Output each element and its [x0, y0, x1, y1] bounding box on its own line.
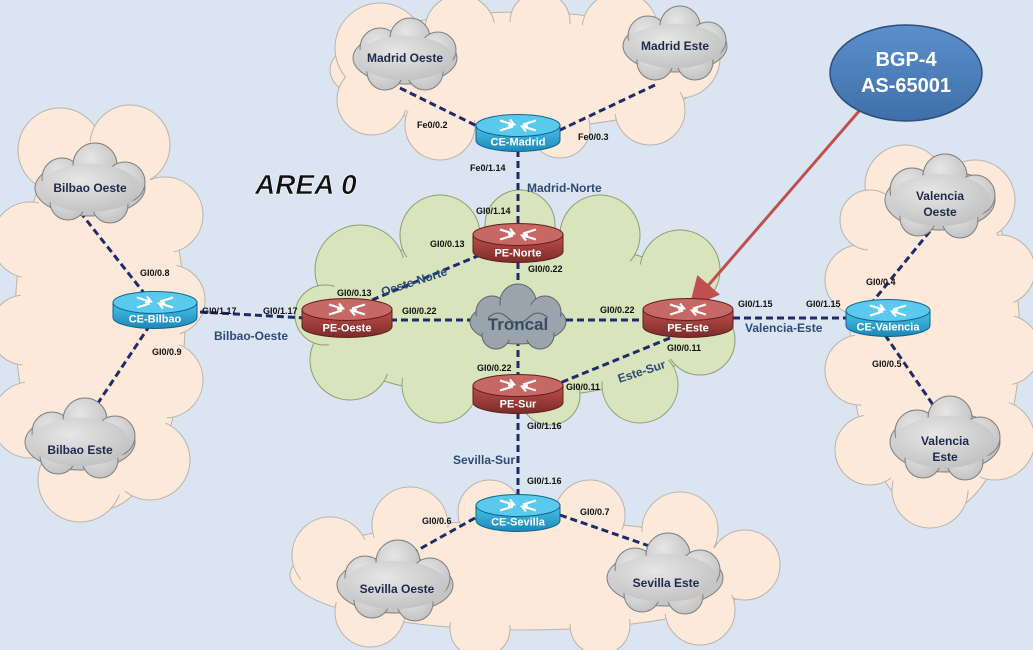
iface-madrid-fe02: Fe0/0.2 [417, 120, 448, 130]
site-cloud-sevilla-este [606, 532, 724, 615]
link-sevilla-este-site [559, 513, 656, 550]
ce-sevilla-router-label: CE-Sevilla [491, 517, 546, 529]
link-label-valencia-este: Valencia-Este [745, 321, 823, 335]
pe-este-router[interactable]: PE-Este [642, 298, 734, 338]
link-bilbao-pe-oeste [199, 310, 306, 320]
iface-oeste-gi117: GI0/1.17 [263, 306, 298, 316]
bgp-pointer-arrow [689, 109, 862, 308]
ce-bilbao-router[interactable]: CE-Bilbao [112, 291, 198, 329]
site-cloud-madrid-oeste [352, 17, 458, 91]
site-label-bilbao-oeste: Bilbao Oeste [53, 181, 127, 195]
site-label-madrid-este: Madrid Este [641, 39, 709, 53]
site-cloud-valencia-este [889, 395, 1001, 481]
router-arrows-icon [499, 378, 537, 393]
pe-sur-router-label: PE-Sur [500, 399, 537, 411]
iface-sevilla-gi06: GI0/0.6 [422, 516, 452, 526]
pe-norte-router-label: PE-Norte [494, 248, 541, 260]
iface-bilbao-gi09: GI0/0.9 [152, 347, 182, 357]
link-label-sevilla-sur: Sevilla-Sur [453, 453, 515, 467]
ce-madrid-router[interactable]: CE-Madrid [475, 114, 561, 152]
troncal-label: Troncal [488, 315, 548, 334]
site-label-valencia-este-line2: Este [932, 450, 958, 464]
bgp-label-line2: AS-65001 [861, 75, 951, 97]
iface-sur-gi011: GI0/0.11 [566, 382, 600, 392]
iface-bilbao-gi08: GI0/0.8 [140, 268, 170, 278]
pe-este-router-label: PE-Este [667, 323, 709, 335]
site-cloud-bilbao-oeste [34, 142, 146, 224]
site-cloud-madrid-este [622, 5, 728, 81]
site-cloud-bilbao-este [24, 397, 136, 479]
iface-madrid-fe114: Fe0/1.14 [470, 163, 506, 173]
iface-este-gi022: GI0/0.22 [600, 305, 635, 315]
link-valencia-este-site [883, 334, 942, 416]
ce-valencia-router[interactable]: CE-Valencia [845, 299, 931, 337]
iface-norte-gi114: GI0/1.14 [476, 206, 511, 216]
router-arrows-icon [499, 498, 537, 513]
site-cloud-sevilla-oeste [336, 539, 454, 622]
ce-valencia-router-label: CE-Valencia [857, 322, 921, 334]
site-cloud-valencia-oeste [884, 153, 996, 239]
pe-oeste-router[interactable]: PE-Oeste [301, 298, 393, 338]
ce-bilbao-router-label: CE-Bilbao [129, 314, 182, 326]
ce-madrid-router-label: CE-Madrid [491, 137, 546, 149]
iface-norte-gi013: GI0/0.13 [430, 239, 465, 249]
link-madrid-oeste [399, 86, 486, 132]
router-arrows-icon [869, 303, 907, 318]
iface-oeste-gi022: GI0/0.22 [402, 306, 437, 316]
troncal-cloud-icon [469, 283, 567, 350]
iface-norte-gi022: GI0/0.22 [528, 264, 563, 274]
site-label-valencia-oeste-line1: Valencia [916, 189, 964, 203]
iface-madrid-fe03: Fe0/0.3 [578, 132, 609, 142]
iface-oeste-gi013: GI0/0.13 [337, 288, 372, 298]
router-arrows-icon [499, 227, 537, 242]
site-label-madrid-oeste: Madrid Oeste [367, 51, 443, 65]
iface-sevilla-gi07: GI0/0.7 [580, 507, 610, 517]
iface-bilbao-gi117: GI0/1.17 [202, 306, 237, 316]
site-label-bilbao-este: Bilbao Este [47, 443, 113, 457]
router-arrows-icon [669, 302, 707, 317]
pe-norte-router[interactable]: PE-Norte [472, 223, 564, 263]
iface-este-gi115: GI0/1.15 [738, 299, 773, 309]
link-valencia-oeste-site [868, 224, 937, 306]
bgp-oval [829, 24, 983, 122]
iface-valencia-gi04: GI0/0.4 [866, 277, 896, 287]
link-bilbao-oeste-site [78, 211, 150, 299]
pe-sur-router[interactable]: PE-Sur [472, 374, 564, 414]
bgp-label-line1: BGP-4 [875, 49, 937, 71]
site-label-valencia-este-line1: Valencia [921, 434, 969, 448]
iface-valencia-gi05: GI0/0.5 [872, 359, 902, 369]
link-label-madrid-norte: Madrid-Norte [527, 181, 602, 195]
router-arrows-icon [136, 295, 174, 310]
iface-sur-gi022: GI0/0.22 [477, 363, 512, 373]
iface-valencia-gi115: GI0/1.15 [806, 299, 841, 309]
site-label-sevilla-oeste: Sevilla Oeste [360, 582, 435, 596]
ce-sevilla-router[interactable]: CE-Sevilla [475, 494, 561, 532]
iface-este-gi011: GI0/0.11 [667, 343, 701, 353]
link-label-bilbao-oeste: Bilbao-Oeste [214, 329, 288, 343]
router-arrows-icon [328, 302, 366, 317]
iface-sur-gi116: GI0/1.16 [527, 421, 562, 431]
iface-sevilla-gi116: GI0/1.16 [527, 476, 562, 486]
site-label-sevilla-este: Sevilla Este [633, 576, 700, 590]
link-madrid-este [559, 83, 656, 132]
site-label-valencia-oeste-line2: Oeste [923, 205, 957, 219]
router-arrows-icon [499, 118, 537, 133]
pe-oeste-router-label: PE-Oeste [323, 323, 372, 335]
area-title: AREA 0 [254, 169, 357, 200]
